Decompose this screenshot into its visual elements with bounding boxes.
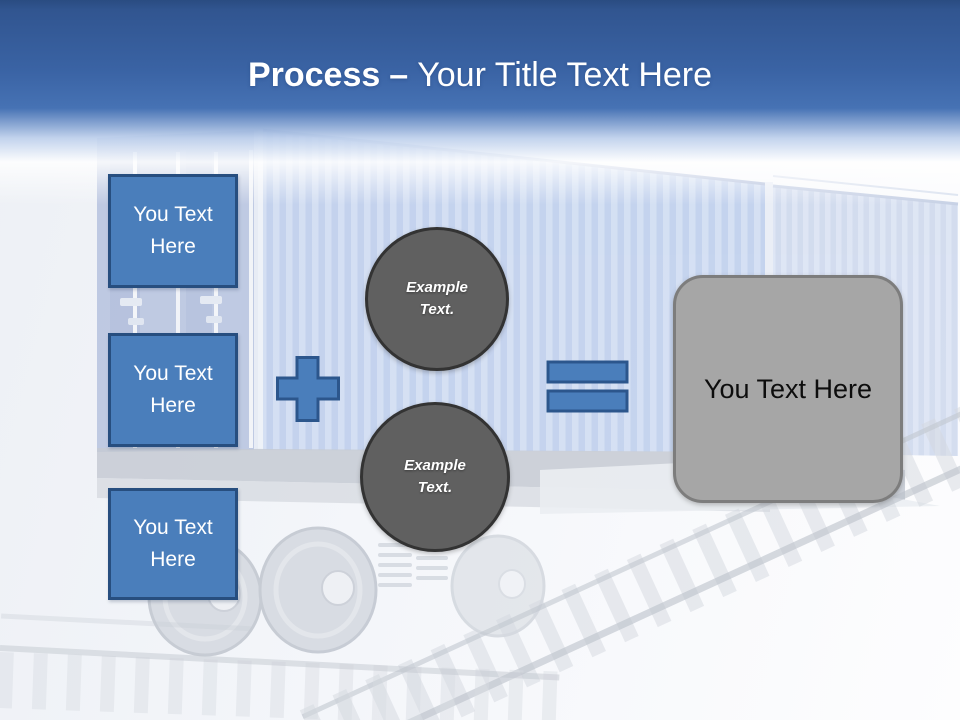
process-box-2-label: You Text Here <box>133 362 213 417</box>
title-separator: – <box>389 56 409 94</box>
result-box[interactable]: You Text Here <box>673 275 903 503</box>
slide-title[interactable]: Process–Your Title Text Here <box>0 52 960 98</box>
equals-icon[interactable] <box>546 360 631 415</box>
process-box-1-label: You Text Here <box>133 203 213 258</box>
plus-icon[interactable] <box>276 356 340 422</box>
example-circle-2-label: Example Text. <box>404 457 466 496</box>
example-circle-2[interactable]: Example Text. <box>360 402 510 552</box>
title-text: Your Title Text Here <box>417 56 713 94</box>
process-box-2[interactable]: You Text Here <box>108 333 238 447</box>
process-box-3[interactable]: You Text Here <box>108 488 238 600</box>
title-emphasis: Process <box>247 56 381 94</box>
example-circle-1[interactable]: Example Text. <box>365 227 509 371</box>
process-box-1[interactable]: You Text Here <box>108 174 238 288</box>
header-gradient <box>0 0 960 205</box>
result-box-label: You Text Here <box>703 374 873 404</box>
process-box-3-label: You Text Here <box>133 516 213 571</box>
example-circle-1-label: Example Text. <box>406 279 468 318</box>
rail-track-left <box>0 613 560 720</box>
